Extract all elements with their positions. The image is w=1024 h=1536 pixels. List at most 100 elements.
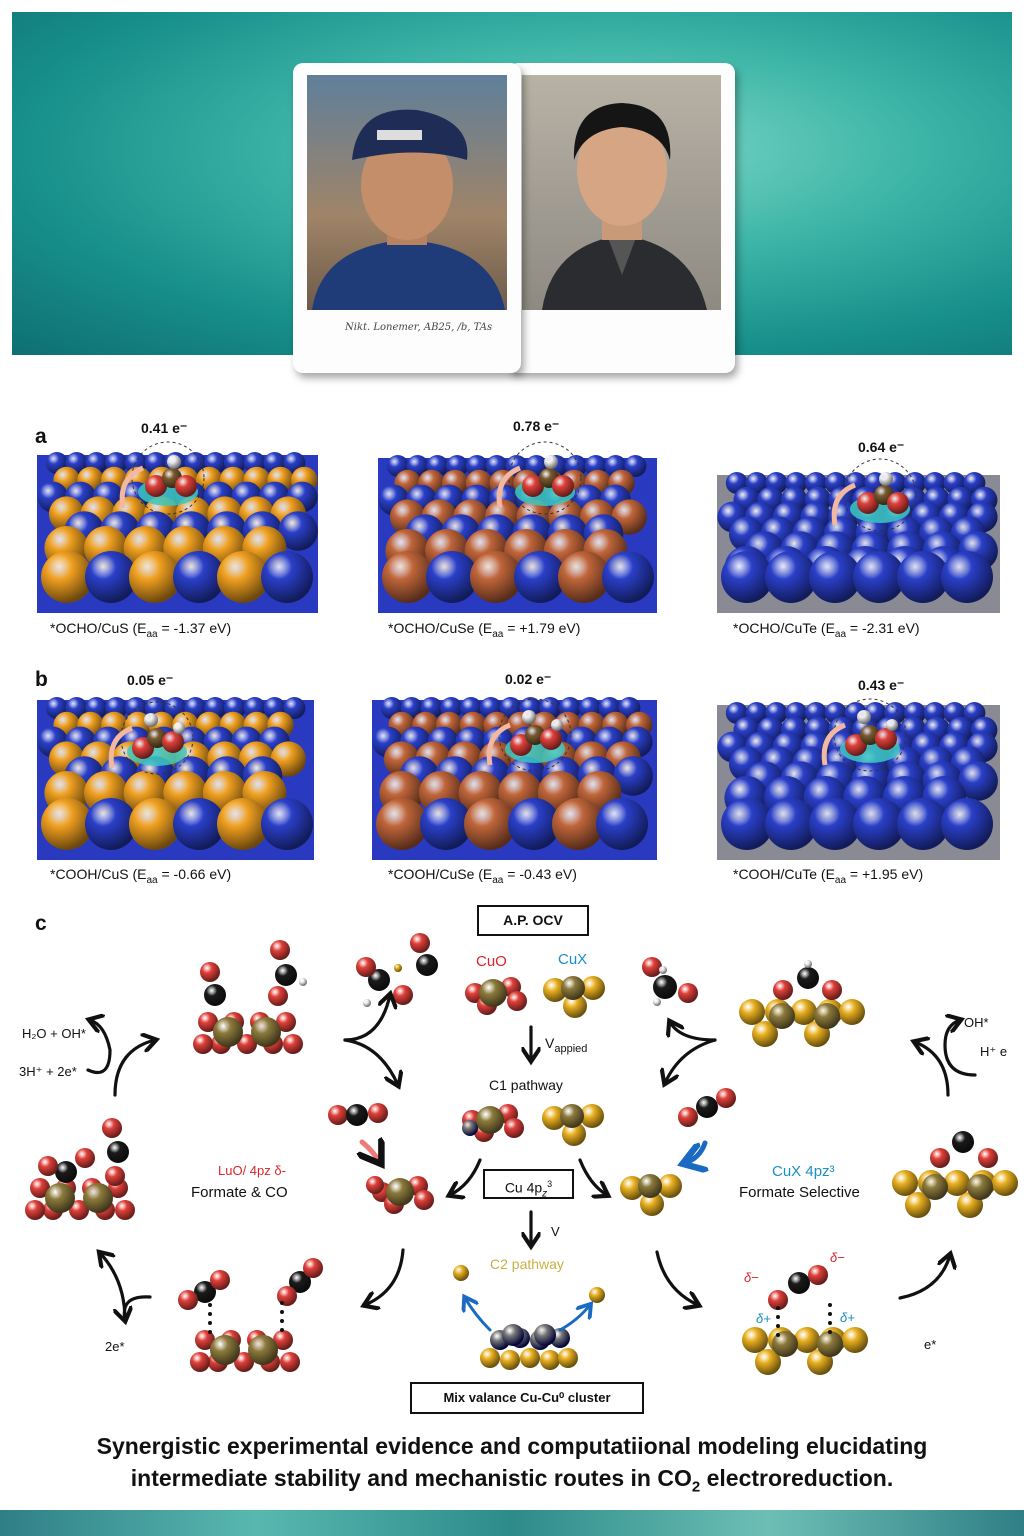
red-atom: [678, 1107, 698, 1127]
red-atom: [198, 1012, 218, 1032]
delta-plus-label: δ+: [756, 1311, 771, 1326]
crystal-slab: [717, 702, 1000, 860]
adsorbate-cooh: [821, 698, 907, 772]
front-atom: [853, 551, 905, 603]
core-atom: [248, 1335, 278, 1365]
charge-transfer-arrow: [496, 465, 522, 509]
slab-caption: *OCHO/CuSe (Eaa = +1.79 eV): [388, 620, 581, 640]
charge-label: 0.64 e⁻: [858, 439, 905, 455]
charge-region-outline: [120, 701, 194, 775]
front-atom: [941, 798, 993, 850]
cux-cluster-c1: [542, 1104, 604, 1146]
cu-4pz-box: Cu 4pz3: [483, 1169, 574, 1199]
adsorption-slabs: [37, 441, 1000, 860]
red-atom: [195, 1330, 215, 1350]
gold-atom: [752, 1021, 778, 1047]
red-atom: [273, 1330, 293, 1350]
delta-minus-label: δ−: [830, 1250, 845, 1265]
left-cycle-top-label: H₂O + OH*: [22, 1026, 86, 1041]
footer-band: [0, 1510, 1024, 1536]
core-atom: [476, 1106, 504, 1134]
front-atom: [558, 551, 610, 603]
front-atom: [217, 551, 269, 603]
cycle-arrow-left-side: [88, 1020, 112, 1075]
delta-plus-label: δ+: [840, 1310, 855, 1325]
charge-region-outline: [131, 441, 205, 515]
charge-transfer-arrow: [486, 722, 512, 766]
charge-label: 0.43 e⁻: [858, 677, 905, 693]
front-atom: [85, 798, 137, 850]
red-atom: [303, 1258, 323, 1278]
core-atom: [251, 1017, 281, 1047]
formate-co-desorbed: [356, 933, 438, 1007]
front-atom: [129, 798, 181, 850]
red-atom: [38, 1156, 58, 1176]
panel-a-label: a: [35, 425, 47, 448]
cycle-arrow-right-top: [915, 1042, 950, 1097]
white-atom: [299, 978, 307, 986]
gold-atom: [500, 1350, 520, 1370]
red-atom: [522, 475, 544, 497]
bond-dot: [208, 1321, 212, 1325]
red-atom: [393, 985, 413, 1005]
adsorbate-ocho: [831, 458, 917, 532]
to-cux-branch-arrow: [578, 1158, 607, 1195]
bond-dot: [280, 1301, 284, 1305]
right-cycle-bottom-label: H⁺ e: [980, 1044, 1008, 1059]
right-electrons-label: e*: [924, 1337, 937, 1352]
black-atom: [368, 969, 390, 991]
front-atom: [376, 798, 428, 850]
red-atom: [115, 1200, 135, 1220]
cux-products-label: Formate Selective: [739, 1184, 860, 1201]
gold-atom: [905, 1192, 931, 1218]
gold-atom: [543, 978, 567, 1002]
gold-atom: [791, 999, 817, 1025]
cuo-left-adsorbed: [25, 1118, 135, 1220]
front-atom: [721, 798, 773, 850]
photo-caption: Nikt. Lonemer, AB25, /b, TAs: [345, 322, 493, 333]
core-atom: [922, 1174, 948, 1200]
front-atom: [809, 798, 861, 850]
white-atom: [879, 472, 893, 486]
front-atom: [508, 798, 560, 850]
cycle-arrow-left-top: [113, 1040, 155, 1097]
surface-atom: [958, 761, 998, 801]
red-atom: [30, 1178, 50, 1198]
charge-region-outline: [843, 458, 917, 532]
front-atom: [470, 551, 522, 603]
right-cycle-top-label: OH*: [964, 1015, 989, 1030]
red-atom: [808, 1265, 828, 1285]
cuo-products-label: Formate & CO: [191, 1184, 288, 1201]
black-atom: [952, 1131, 974, 1153]
black-atom: [55, 1161, 77, 1183]
bond-dot: [208, 1330, 212, 1334]
cuo-state-label: LuO/ 4pz δ-: [218, 1163, 286, 1178]
cuo-co-bonded: [178, 1258, 323, 1372]
white-atom: [522, 710, 536, 724]
black-atom: [107, 1141, 129, 1163]
red-atom: [210, 1270, 230, 1290]
gold-atom: [992, 1170, 1018, 1196]
cuo-with-co-and-cooh: [193, 940, 307, 1054]
front-atom: [941, 551, 993, 603]
gold-atom: [520, 1348, 540, 1368]
white-atom: [363, 999, 371, 1007]
cux-cluster-co2: [620, 1174, 682, 1216]
cux-cluster-ocv: [543, 976, 605, 1018]
brown-atom: [525, 725, 545, 745]
bond-dot: [776, 1324, 780, 1328]
red-atom: [678, 983, 698, 1003]
grey-atom: [502, 1324, 524, 1346]
core-atom: [561, 976, 585, 1000]
front-atom: [85, 551, 137, 603]
bond-dot: [208, 1312, 212, 1316]
white-atom: [144, 713, 158, 727]
red-atom: [716, 1088, 736, 1108]
front-atom: [897, 551, 949, 603]
red-atom: [234, 1352, 254, 1372]
cycle-arrow-right-bottom: [898, 1255, 950, 1300]
v-applied-label: Vappied: [545, 1035, 588, 1055]
red-atom: [875, 728, 897, 750]
cux-right-adsorbed: [892, 1131, 1018, 1218]
core-atom: [769, 1003, 795, 1029]
